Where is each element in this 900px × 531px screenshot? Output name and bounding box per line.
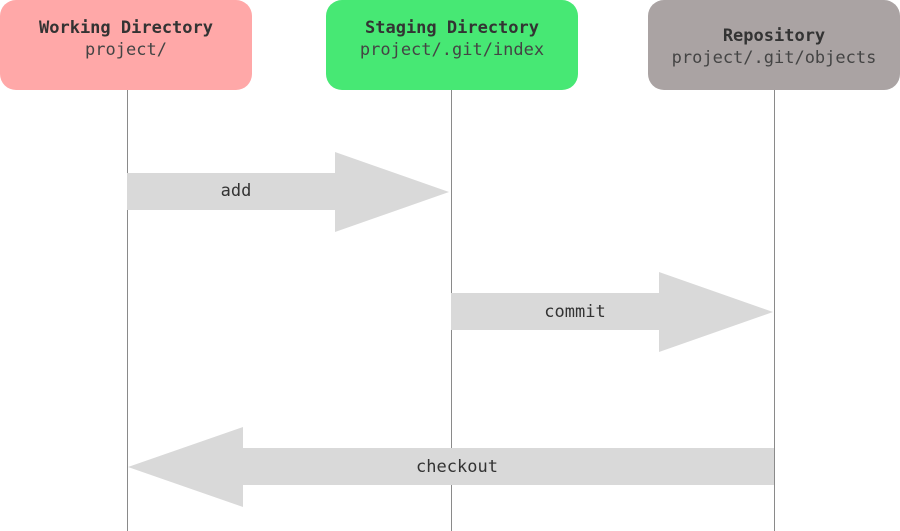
staging-directory-title: Staging Directory <box>365 18 539 38</box>
add-arrow: add <box>127 152 449 232</box>
add-arrow-label: add <box>221 181 252 201</box>
checkout-arrow: checkout <box>128 427 774 507</box>
working-directory-lifeline <box>127 88 128 531</box>
commit-arrow: commit <box>451 272 773 352</box>
checkout-arrow-shape <box>128 427 774 507</box>
add-arrow-shape <box>127 152 449 232</box>
commit-arrow-label: commit <box>544 302 605 322</box>
staging-directory-path: project/.git/index <box>359 40 545 60</box>
working-directory-path: project/ <box>85 40 167 60</box>
commit-arrow-shape <box>451 272 773 352</box>
repository-title: Repository <box>722 26 826 46</box>
checkout-arrow-label: checkout <box>416 457 498 477</box>
repository-lifeline <box>774 88 775 531</box>
repository-path: project/.git/objects <box>671 48 877 68</box>
staging-directory-box: Staging Directory project/.git/index <box>326 0 578 90</box>
repository-box: Repository project/.git/objects <box>648 0 900 90</box>
working-directory-box: Working Directory project/ <box>0 0 252 90</box>
working-directory-title: Working Directory <box>39 18 213 38</box>
